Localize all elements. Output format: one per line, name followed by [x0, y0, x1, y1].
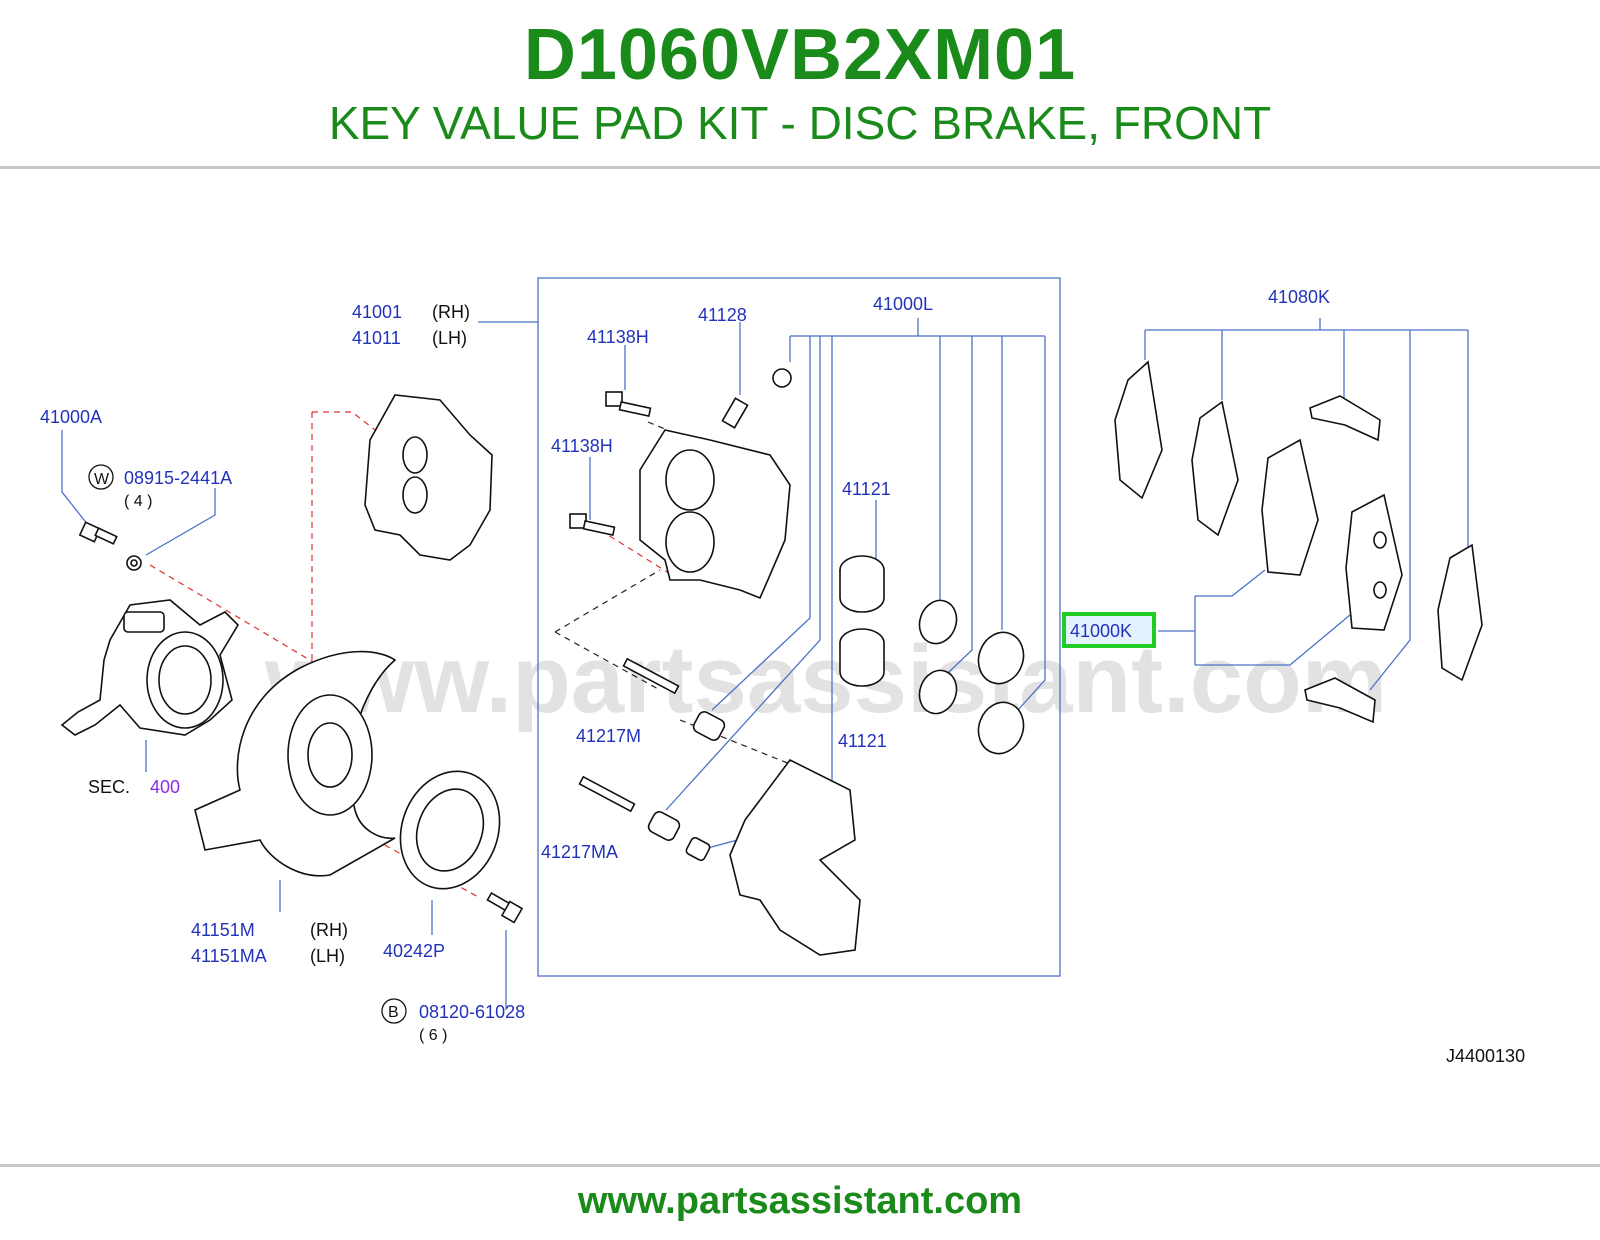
- part-description: KEY VALUE PAD KIT - DISC BRAKE, FRONT: [328, 97, 1272, 149]
- label-41138H: 41138H: [551, 436, 613, 456]
- dust-boot-drawing: [977, 631, 1025, 685]
- pad-clip-drawing: [1309, 395, 1381, 442]
- label-41217M: 41217M: [576, 726, 641, 746]
- label-41217MA: 41217MA: [541, 842, 618, 862]
- bleeder-screw-drawing: [721, 368, 792, 429]
- bolt-icon: [486, 891, 524, 924]
- caliper-bracket-drawing: [729, 758, 861, 956]
- guide-pin-drawing: [622, 657, 726, 741]
- pad-shim-drawing: [1114, 360, 1163, 500]
- w-circle-icon: [88, 464, 114, 490]
- b-mark: B: [388, 1004, 399, 1021]
- label-sec-400[interactable]: 400: [150, 777, 180, 797]
- guide-pin-drawing: [578, 775, 711, 862]
- label-41000A: 41000A: [40, 407, 102, 427]
- bolt-icon: [569, 513, 616, 536]
- brake-pad-drawing: [1261, 438, 1319, 576]
- label-08915-2441A: 08915-2441A: [124, 468, 232, 488]
- highlight-box[interactable]: [1062, 612, 1156, 648]
- label-41001: 41001: [352, 302, 402, 322]
- piston-drawing: [839, 555, 885, 613]
- part-number-title: D1060VB2XM01: [523, 15, 1077, 95]
- parts-diagram: www.partsassistant.com: [40, 277, 1525, 1066]
- label-41000L: 41000L: [873, 294, 933, 314]
- header-divider: [0, 166, 1600, 169]
- w-mark: W: [94, 471, 110, 488]
- label-rh: (RH): [310, 920, 348, 940]
- diagram-code: J4400130: [1446, 1046, 1525, 1066]
- backing-plate-drawing: [399, 770, 501, 890]
- piston-drawing: [839, 628, 885, 687]
- label-41151MA: 41151MA: [191, 946, 267, 966]
- label-41121: 41121: [842, 479, 891, 499]
- bolt-icon: [78, 521, 118, 545]
- b-circle-icon: [381, 998, 407, 1024]
- label-41128: 41128: [698, 305, 747, 325]
- brake-pad-drawing: [1345, 493, 1403, 631]
- bolt-icon: [605, 391, 652, 417]
- caliper-housing-drawing: [639, 429, 791, 600]
- label-lh: (LH): [310, 946, 345, 966]
- steering-knuckle-drawing: [60, 599, 240, 736]
- label-41151M: 41151M: [191, 920, 255, 940]
- pad-shim-drawing: [1437, 543, 1483, 682]
- dust-shield-drawing: [194, 650, 397, 877]
- label-sec: SEC.: [88, 777, 130, 797]
- footer-url[interactable]: www.partsassistant.com: [577, 1180, 1023, 1222]
- pad-clip-drawing: [1304, 677, 1376, 724]
- piston-seal-drawing: [918, 599, 958, 645]
- footer-divider: [0, 1164, 1600, 1167]
- label-rh: (RH): [432, 302, 470, 322]
- label-40242P: 40242P: [383, 941, 445, 961]
- watermark: www.partsassistant.com: [264, 626, 1387, 733]
- label-qty-4: ( 4 ): [124, 493, 152, 510]
- label-41011: 41011: [352, 328, 401, 348]
- label-41000K[interactable]: 41000K: [1070, 621, 1132, 641]
- caliper-body-drawing: [364, 394, 493, 561]
- pad-shim-drawing: [1191, 400, 1239, 537]
- label-lh: (LH): [432, 328, 467, 348]
- label-08120-61028: 08120-61028: [419, 1002, 525, 1022]
- label-41080K: 41080K: [1268, 287, 1330, 307]
- label-qty-6: ( 6 ): [419, 1027, 447, 1044]
- label-41138H: 41138H: [587, 327, 649, 347]
- label-41121: 41121: [838, 731, 887, 751]
- dust-boot-drawing: [977, 701, 1025, 755]
- piston-seal-drawing: [918, 669, 958, 715]
- kit-frame: [537, 277, 1061, 977]
